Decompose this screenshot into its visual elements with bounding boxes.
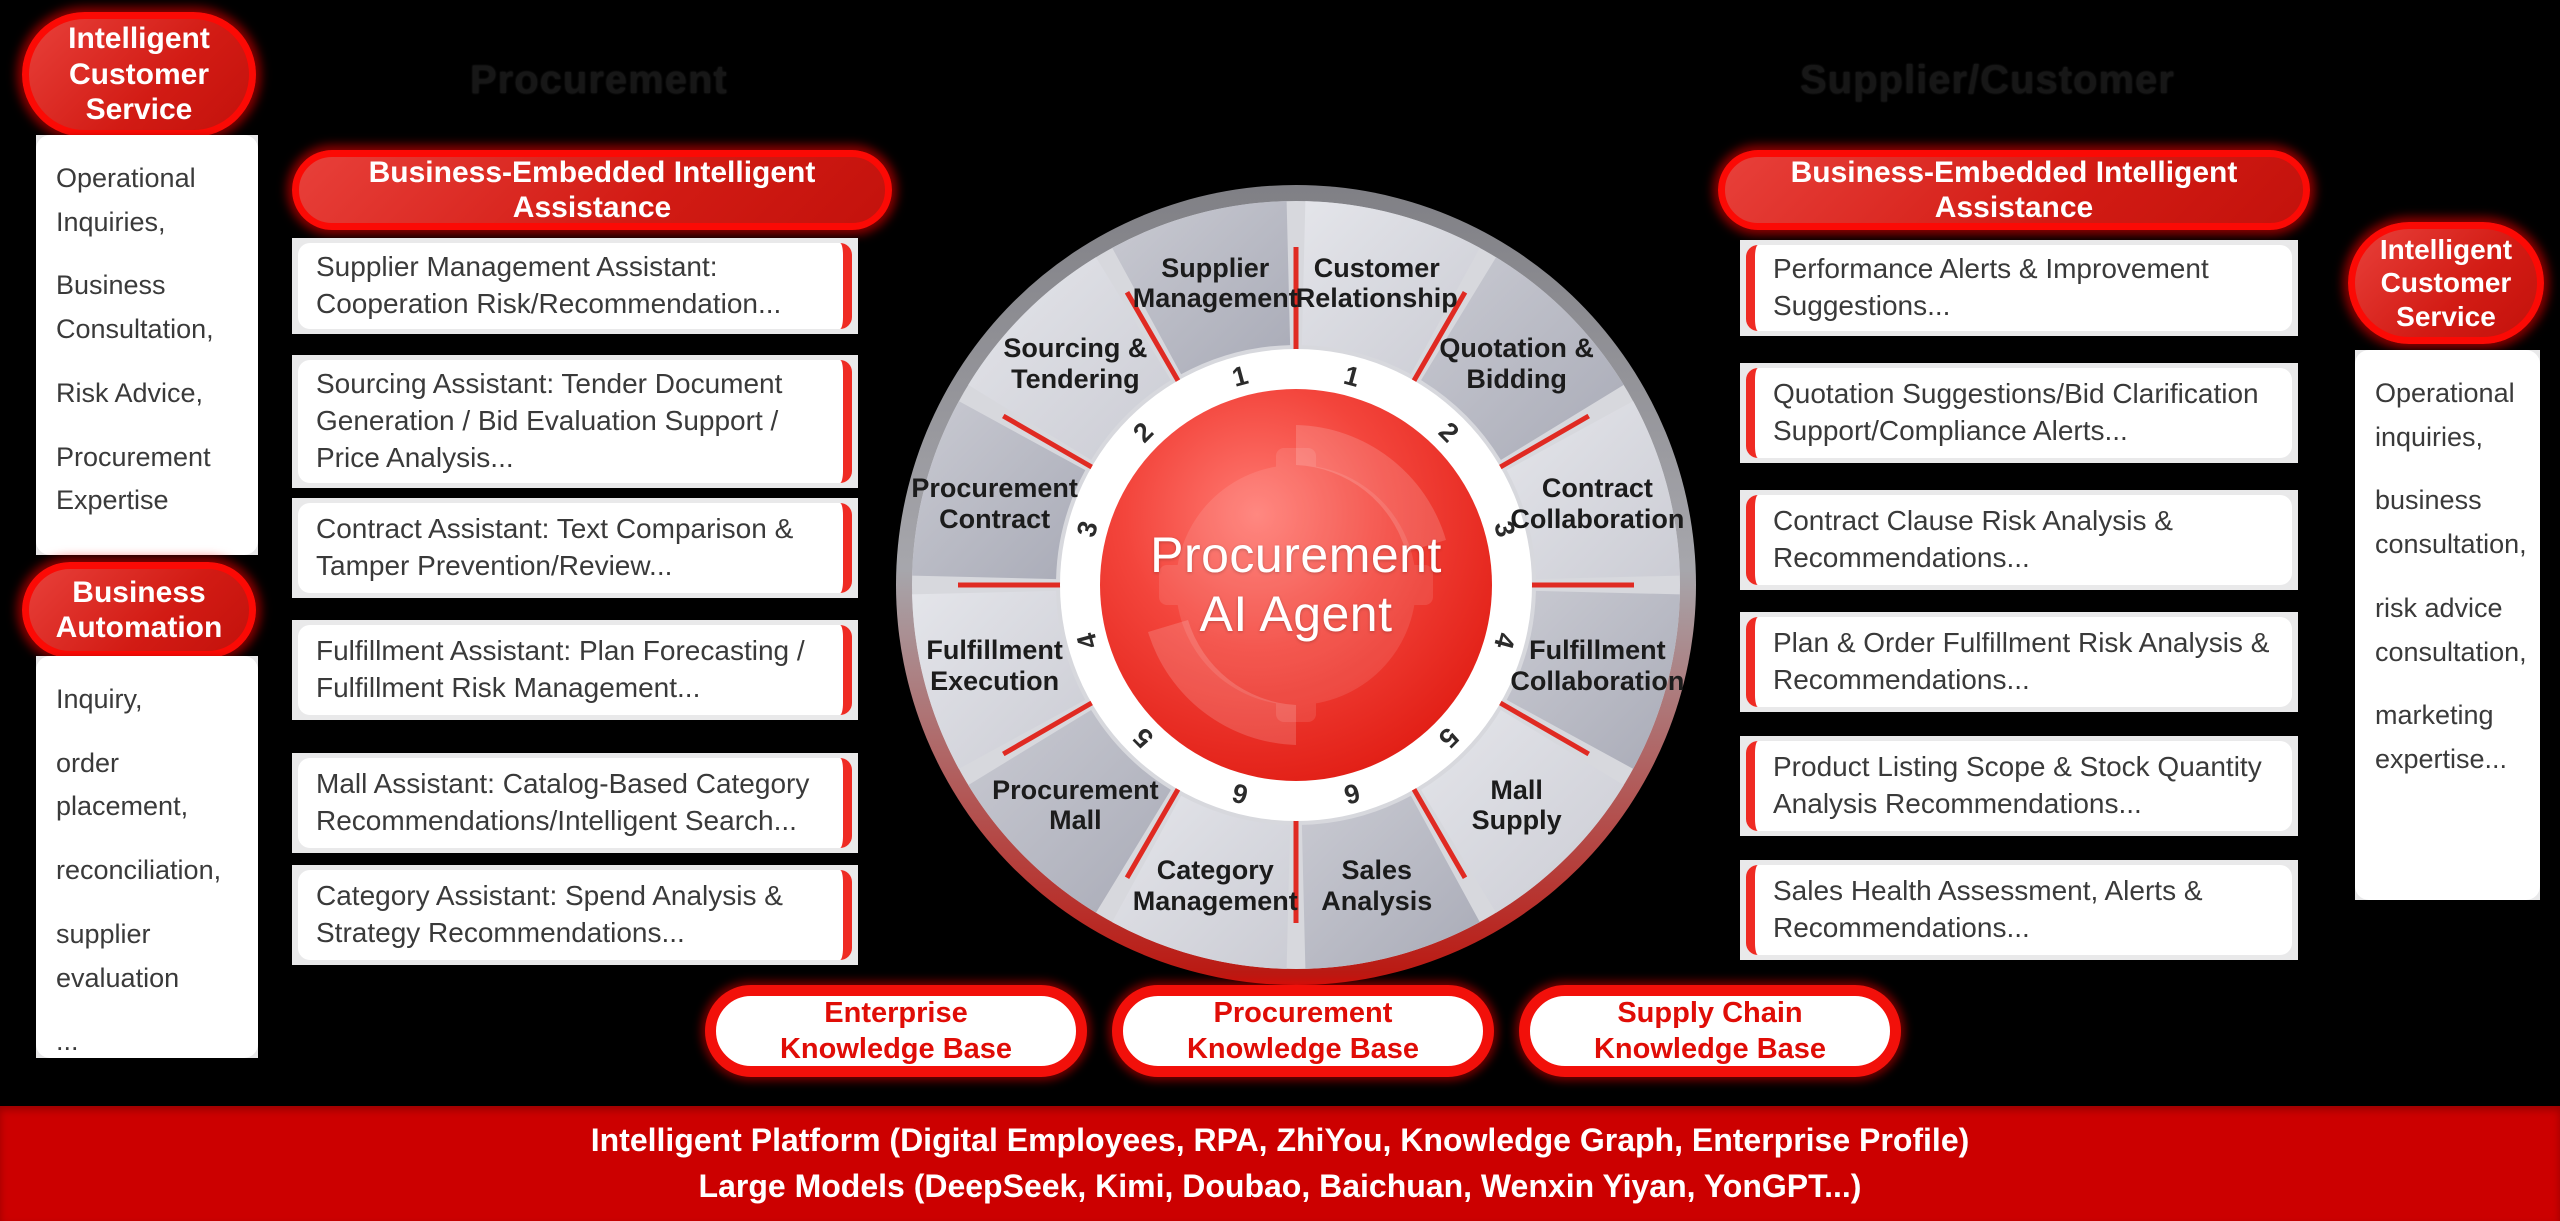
wheel-segment[interactable] [1301, 795, 1480, 969]
info-line: business consultation, [2375, 485, 2527, 560]
section-header-procurement: Procurement [470, 58, 728, 102]
assistance-card-left-5-text: Mall Assistant: Catalog-Based Category R… [298, 758, 852, 848]
wheel-segment[interactable] [912, 401, 1086, 580]
wheel-segment[interactable] [1506, 401, 1680, 580]
ics-right-text: Operational inquiries, business consultat… [2355, 350, 2540, 900]
panel-intelligent-customer-service-right: Operational inquiries, business consultat… [2355, 350, 2540, 900]
assistance-card-left-2-text: Sourcing Assistant: Tender Document Gene… [298, 360, 852, 483]
assistance-card-right-1[interactable]: Performance Alerts & Improvement Suggest… [1740, 240, 2298, 336]
info-line: Inquiry, [56, 684, 143, 714]
assistance-card-right-2-text: Quotation Suggestions/Bid Clarification … [1746, 368, 2292, 458]
wheel-segment[interactable] [1112, 201, 1291, 375]
assistance-card-right-3[interactable]: Contract Clause Risk Analysis & Recommen… [1740, 490, 2298, 590]
assistance-card-right-4[interactable]: Plan & Order Fulfillment Risk Analysis &… [1740, 612, 2298, 712]
ics-left-text: Operational Inquiries, Business Consultat… [36, 135, 258, 579]
assistance-card-right-5[interactable]: Product Listing Scope & Stock Quantity A… [1740, 736, 2298, 836]
wheel-step-number: 4 [1071, 630, 1104, 652]
wheel-segment[interactable] [1301, 201, 1480, 375]
assistance-card-left-1[interactable]: Supplier Management Assistant: Cooperati… [292, 238, 858, 334]
wheel-divider [1495, 413, 1590, 472]
wheel-segment[interactable] [1421, 257, 1624, 460]
assistance-card-right-3-text: Contract Clause Risk Analysis & Recommen… [1746, 495, 2292, 585]
banner-line-2: Large Models (DeepSeek, Kimi, Doubao, Ba… [698, 1167, 1862, 1204]
info-line: Operational Inquiries, [56, 163, 196, 237]
assistance-card-left-6[interactable]: Category Assistant: Spend Analysis & Str… [292, 865, 858, 965]
wheel-divider [1409, 784, 1468, 879]
info-line: supplier evaluation [56, 918, 180, 993]
wheel-step-number: 6 [1341, 777, 1363, 810]
assistance-card-right-2[interactable]: Quotation Suggestions/Bid Clarification … [1740, 363, 2298, 463]
wheel-segment[interactable] [968, 710, 1171, 913]
section-header-supplier-customer: Supplier/Customer [1800, 58, 2175, 102]
info-line: Procurement Expertise [56, 441, 211, 516]
wheel-segment[interactable] [1506, 590, 1680, 769]
panel-intelligent-customer-service-left: Operational Inquiries, Business Consultat… [36, 135, 258, 579]
panel-business-automation: Inquiry, order placement, reconciliation, s… [36, 656, 258, 1058]
intelligent-platform-banner: Intelligent Platform (Digital Employees,… [0, 1106, 2560, 1221]
wheel-divider [1495, 698, 1590, 757]
wheel-segment[interactable] [968, 257, 1171, 460]
wheel-step-number: 1 [1229, 360, 1251, 393]
assistance-card-left-4[interactable]: Fulfillment Assistant: Plan Forecasting … [292, 620, 858, 720]
assistance-card-left-6-text: Category Assistant: Spend Analysis & Str… [298, 870, 852, 960]
info-line: Risk Advice, [56, 377, 204, 408]
automation-text: Inquiry, order placement, reconciliation, s… [36, 656, 258, 1058]
assistance-card-left-4-text: Fulfillment Assistant: Plan Forecasting … [298, 625, 852, 715]
banner-line-1: Intelligent Platform (Digital Employees,… [590, 1122, 1970, 1159]
info-line: risk advice consultation, [2375, 592, 2527, 667]
wheel-divider [1002, 698, 1097, 757]
wheel-step-number: 3 [1488, 518, 1521, 540]
assistance-card-right-1-text: Performance Alerts & Improvement Suggest… [1746, 245, 2292, 331]
assistance-card-right-4-text: Plan & Order Fulfillment Risk Analysis &… [1746, 617, 2292, 707]
assistance-card-left-5[interactable]: Mall Assistant: Catalog-Based Category R… [292, 753, 858, 853]
wheel-segment[interactable] [1421, 710, 1624, 913]
info-line: Operational inquiries, [2375, 378, 2515, 452]
info-line: marketing expertise... [2375, 700, 2508, 775]
info-line: order placement, [56, 747, 189, 822]
header-business-embedded-assistance-left[interactable]: Business-Embedded Intelligent Assistance [292, 150, 892, 230]
wheel-step-number: 6 [1229, 777, 1251, 810]
wheel-step-number: 4 [1488, 630, 1521, 652]
info-line: Business Consultation, [56, 270, 214, 345]
assistance-card-right-6-text: Sales Health Assessment, Alerts & Recomm… [1746, 865, 2292, 955]
assistance-card-right-6[interactable]: Sales Health Assessment, Alerts & Recomm… [1740, 860, 2298, 960]
wheel-divider [1002, 413, 1097, 472]
assistance-card-right-5-text: Product Listing Scope & Stock Quantity A… [1746, 741, 2292, 831]
assistance-card-left-3[interactable]: Contract Assistant: Text Comparison & Ta… [292, 498, 858, 598]
wheel-divider [1124, 784, 1183, 879]
assistance-card-left-3-text: Contract Assistant: Text Comparison & Ta… [298, 503, 852, 593]
info-line: ... [56, 1026, 79, 1057]
wheel-step-number: 1 [1341, 360, 1363, 393]
header-business-embedded-assistance-right[interactable]: Business-Embedded Intelligent Assistance [1718, 150, 2310, 230]
info-line: reconciliation, [56, 855, 222, 886]
wheel-step-number: 3 [1071, 518, 1104, 540]
assistance-card-left-1-text: Supplier Management Assistant: Cooperati… [298, 243, 852, 329]
wheel-divider [1409, 291, 1468, 386]
assistance-card-left-2[interactable]: Sourcing Assistant: Tender Document Gene… [292, 355, 858, 488]
wheel-divider [1124, 291, 1183, 386]
wheel-segment[interactable] [912, 590, 1086, 769]
wheel-segment[interactable] [1112, 795, 1291, 969]
